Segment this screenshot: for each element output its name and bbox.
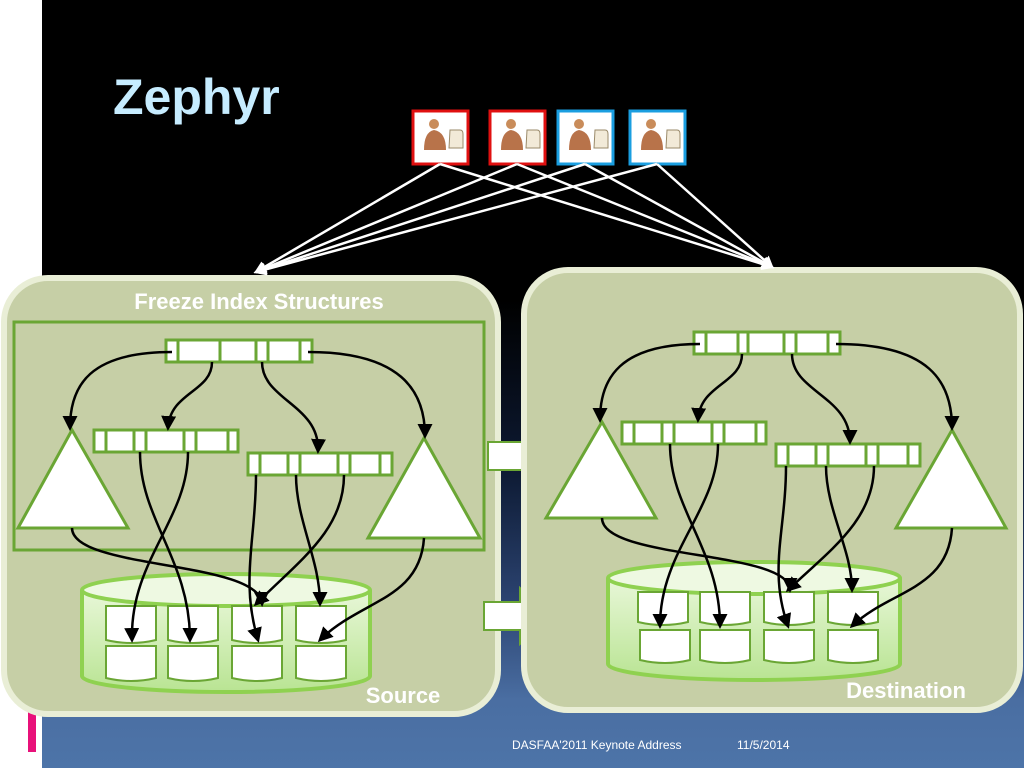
client-person-icon <box>424 119 464 150</box>
source-label: Source <box>366 683 441 708</box>
pointer-arrows <box>592 342 960 629</box>
footer-date: 11/5/2014 <box>737 738 790 752</box>
data-page <box>231 645 283 682</box>
data-page <box>167 645 219 682</box>
data-page <box>231 605 283 644</box>
accent-mark <box>28 706 36 752</box>
source-header: Freeze Index Structures <box>134 289 383 314</box>
slide-title: Zephyr <box>113 69 280 125</box>
data-page <box>105 645 157 682</box>
data-page <box>639 629 691 664</box>
index-root-node <box>164 338 314 364</box>
destination-label: Destination <box>846 678 966 703</box>
footer-event: DASFAA'2011 Keynote Address <box>512 738 682 752</box>
data-page <box>699 591 751 626</box>
data-page <box>295 645 347 682</box>
pointer-arrows <box>62 350 433 643</box>
index-root-node <box>692 330 842 356</box>
index-node <box>246 451 394 477</box>
client-red-1 <box>411 109 470 166</box>
client-request-arrows <box>253 162 775 276</box>
data-page <box>763 591 815 626</box>
data-page <box>699 629 751 664</box>
data-page <box>167 605 219 644</box>
client-person-icon <box>501 119 541 150</box>
client-person-icon <box>569 119 609 150</box>
destination-panel: Destination <box>521 267 1023 713</box>
client-blue-1 <box>556 109 615 166</box>
data-page <box>763 629 815 664</box>
source-panel: Freeze Index Structures <box>1 275 501 717</box>
index-node <box>92 428 240 454</box>
client-person-icon <box>641 119 681 150</box>
data-page <box>827 629 879 664</box>
client-red-2 <box>488 109 547 166</box>
index-node <box>620 420 768 446</box>
client-blue-2 <box>628 109 687 166</box>
data-page <box>827 591 879 626</box>
clients <box>411 109 687 166</box>
index-node <box>774 442 922 468</box>
frozen-index-region <box>12 320 486 552</box>
